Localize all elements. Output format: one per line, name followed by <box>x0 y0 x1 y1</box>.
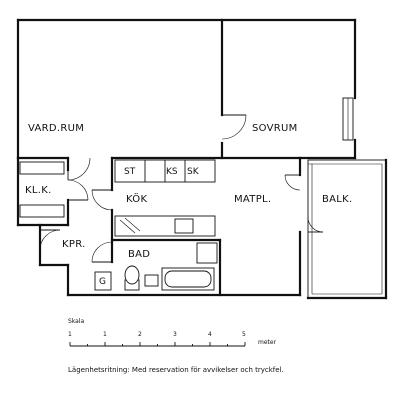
scale-unit: meter <box>258 339 277 346</box>
doors <box>39 114 324 263</box>
balcony <box>306 158 388 300</box>
scale-tick-label-0: 1 <box>68 331 72 338</box>
scale-bar: Skala 1 1 2 3 4 5 meter <box>68 318 277 347</box>
fixture-labels: ST KS SK G <box>99 167 200 287</box>
scale-tick-label-5: 5 <box>242 331 246 338</box>
kitchen-counter <box>114 159 216 237</box>
closet-shelves <box>19 161 65 218</box>
scale-tick-label-3: 3 <box>173 331 177 338</box>
fixture-label-g: G <box>99 277 106 287</box>
fixture-label-sk: SK <box>187 167 200 177</box>
room-label-sovrum: SOVRUM <box>252 123 298 134</box>
scale-tick-label-4: 4 <box>208 331 212 338</box>
outer-walls <box>16 18 357 160</box>
room-label-vardrum: VARD.RUM <box>28 123 84 134</box>
scale-ticks <box>69 342 246 346</box>
room-label-bad: BAD <box>128 249 150 260</box>
fixture-label-ks: KS <box>166 167 178 177</box>
scale-title: Skala <box>68 318 85 325</box>
bathroom-fixtures <box>94 242 218 291</box>
scale-tick-label-1: 1 <box>103 331 107 338</box>
fixture-label-st: ST <box>124 167 136 177</box>
plan-caption: Lägenhetsritning: Med reservation för av… <box>68 366 284 374</box>
room-labels: VARD.RUM SOVRUM KL.K. KÖK MATPL. BALK. K… <box>25 123 353 260</box>
interior-walls <box>16 18 357 297</box>
room-label-balk: BALK. <box>322 194 353 205</box>
scale-tick-label-2: 2 <box>138 331 142 338</box>
room-label-matpl: MATPL. <box>234 194 271 205</box>
room-label-kpr: KPR. <box>62 239 86 250</box>
room-label-kok: KÖK <box>126 192 147 205</box>
room-label-klk: KL.K. <box>25 185 52 196</box>
